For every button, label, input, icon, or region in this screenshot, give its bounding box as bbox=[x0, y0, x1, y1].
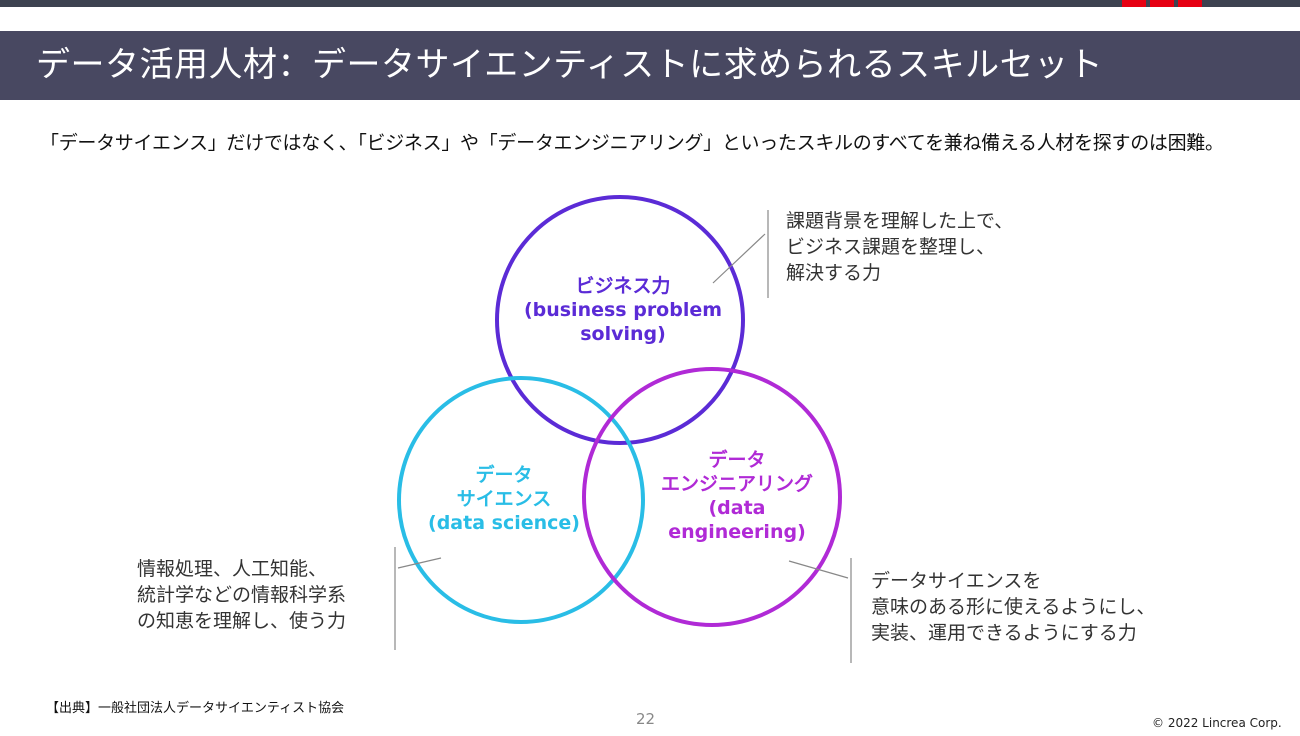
science-label-line: データ bbox=[475, 464, 533, 486]
science-leader-line bbox=[397, 557, 442, 569]
business-circle bbox=[495, 195, 745, 445]
top-strip bbox=[0, 0, 1300, 7]
business-label-line: solving) bbox=[580, 323, 666, 345]
engineering-note-line: 実装、運用できるようにする力 bbox=[871, 622, 1137, 644]
science-note-line: 情報処理、人工知能、 bbox=[137, 558, 328, 580]
business-note-line: 解決する力 bbox=[786, 262, 882, 284]
science-circle bbox=[397, 376, 645, 624]
business-label-line: (business problem bbox=[523, 299, 723, 321]
engineering-label: データ エンジニアリング (data engineering) bbox=[642, 448, 832, 544]
engineering-label-line: (data bbox=[708, 497, 766, 519]
business-note-line: ビジネス課題を整理し、 bbox=[786, 236, 996, 258]
science-note-line: の知恵を理解し、使う力 bbox=[137, 610, 347, 632]
business-note-line: 課題背景を理解した上で、 bbox=[786, 210, 1014, 232]
business-label: ビジネス力 (business problem solving) bbox=[508, 274, 738, 346]
title-bar: データ活用人材：データサイエンティストに求められるスキルセット bbox=[0, 31, 1300, 100]
lead-text: 「データサイエンス」だけではなく、「ビジネス」や「データエンジニアリング」といっ… bbox=[40, 132, 1224, 154]
brand-logo bbox=[1122, 0, 1204, 10]
business-leader-line bbox=[712, 233, 766, 284]
engineering-leader-line bbox=[788, 560, 849, 579]
science-label: データ サイエンス (data science) bbox=[413, 463, 595, 535]
science-note: 情報処理、人工知能、 統計学などの情報科学系 の知恵を理解し、使う力 bbox=[137, 556, 346, 634]
slide-title: データ活用人材：データサイエンティストに求められるスキルセット bbox=[36, 45, 1104, 85]
engineering-note-line: 意味のある形に使えるようにし、 bbox=[871, 596, 1156, 618]
engineering-note-line: データサイエンスを bbox=[871, 570, 1042, 592]
science-label-line: (data science) bbox=[428, 512, 580, 534]
copyright: © 2022 Lincrea Corp. bbox=[1152, 716, 1282, 730]
engineering-label-line: engineering) bbox=[668, 521, 806, 543]
page-number: 22 bbox=[636, 710, 656, 728]
science-label-line: サイエンス bbox=[456, 488, 552, 510]
science-note-line: 統計学などの情報科学系 bbox=[137, 584, 347, 606]
engineering-label-line: データ bbox=[708, 449, 766, 471]
engineering-circle bbox=[582, 367, 842, 627]
source-citation: 【出典】一般社団法人データサイエンティスト協会 bbox=[46, 701, 345, 716]
engineering-label-line: エンジニアリング bbox=[660, 473, 813, 495]
business-label-line: ビジネス力 bbox=[575, 275, 671, 297]
business-note: 課題背景を理解した上で、 ビジネス課題を整理し、 解決する力 bbox=[786, 208, 1013, 286]
engineering-note: データサイエンスを 意味のある形に使えるようにし、 実装、運用できるようにする力 bbox=[871, 568, 1155, 646]
